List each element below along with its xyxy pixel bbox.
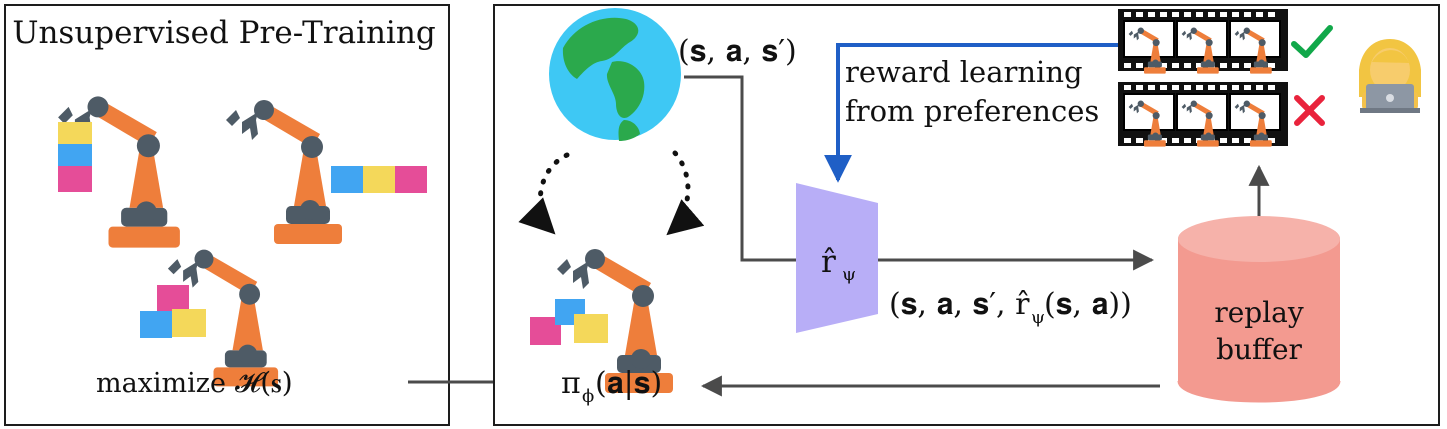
reward-learning-line1: reward learning [845, 55, 1083, 89]
objective-math: 𝓗(𝐬) [235, 366, 293, 399]
preference-feedback-arrow [824, 43, 1118, 183]
reward-model-subscript: ψ [842, 264, 856, 285]
policy-label-subscript: ϕ [582, 386, 594, 407]
checkmark-icon [1291, 25, 1333, 58]
replay-tuple-subscript: ψ [1031, 307, 1045, 328]
cube-pile-bottom [140, 285, 206, 338]
film-strip-icon [1118, 9, 1288, 74]
reward-learning-line2: from preferences [845, 94, 1099, 128]
film-strip-icon [1118, 82, 1288, 147]
replay-tuple-tail: (𝐬, 𝐚)) [1044, 287, 1132, 322]
reward-model-label: r̂ [821, 244, 836, 280]
replay-buffer [1177, 216, 1341, 403]
earth-icon [549, 8, 681, 141]
transition-to-buffer-arrow [684, 75, 1155, 271]
human-annotator-icon [1359, 39, 1421, 113]
replay-buffer-line2: buffer [1216, 333, 1302, 366]
left-panel-title: Unsupervised Pre-Training [12, 15, 435, 51]
cube-row-right [331, 166, 427, 193]
cross-icon [1294, 95, 1325, 126]
cycle-arrow-left [518, 152, 570, 235]
replay-tuple-main: (𝐬, 𝐚, 𝐬′, r̂ [889, 287, 1030, 322]
policy-label-prefix: π [561, 366, 581, 401]
policy-cubes [530, 299, 608, 345]
reward-model-block [796, 183, 878, 333]
policy-label-tail: (𝐚|𝐬) [595, 366, 662, 401]
cube-stack-left [58, 122, 92, 192]
transition-label: (𝐬, 𝐚, 𝐬′) [678, 34, 797, 69]
replay-buffer-line1: replay [1214, 296, 1304, 329]
objective-prefix: maximize [96, 368, 226, 399]
